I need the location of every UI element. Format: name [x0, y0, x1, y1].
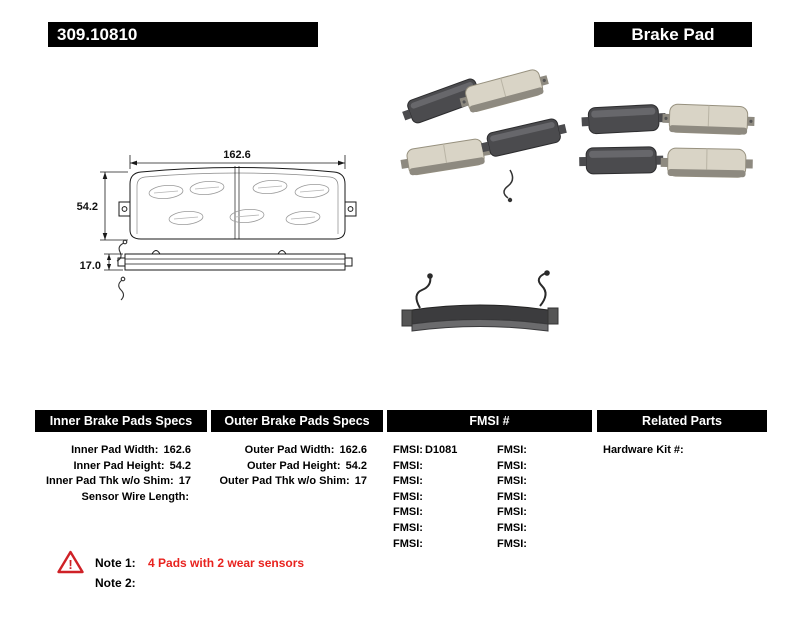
spec-row-outer-width: Outer Pad Width: 162.6 [211, 443, 383, 459]
spec-value: 162.6 [339, 444, 367, 456]
fmsi-label: FMSI: [393, 537, 423, 550]
part-number: 309.10810 [57, 24, 138, 44]
brake-pad-photo [581, 104, 666, 135]
fmsi-label: FMSI: [393, 459, 423, 472]
side-view-drawing: 17.0 [80, 250, 353, 272]
spec-label: Inner Pad Height: [73, 459, 165, 472]
fmsi-label: FMSI: [497, 490, 527, 503]
inner-specs-column: Inner Brake Pads Specs Inner Pad Width: … [35, 410, 207, 505]
width-dimension: 162.6 [129, 149, 346, 169]
fmsi-row: FMSI: [491, 490, 587, 506]
fmsi-header: FMSI # [387, 410, 592, 432]
page-title: Brake Pad [631, 24, 715, 44]
fmsi-label: FMSI: [497, 475, 527, 488]
spec-row-inner-height: Inner Pad Height: 54.2 [35, 459, 207, 475]
fmsi-row: FMSI:D1081 [387, 443, 491, 459]
fmsi-label: FMSI: [497, 537, 527, 550]
spec-value: 162.6 [163, 444, 191, 456]
pads-photo-grid [579, 103, 755, 178]
height-dim-text: 54.2 [77, 201, 98, 213]
warning-triangle-icon: ! [57, 550, 84, 574]
spec-label: Hardware Kit #: [603, 444, 684, 456]
note-1: Note 1: 4 Pads with 2 wear sensors [95, 556, 304, 570]
thickness-dim-text: 17.0 [80, 260, 101, 272]
wear-sensor-clip [507, 197, 513, 203]
outer-specs-column: Outer Brake Pads Specs Outer Pad Width: … [211, 410, 383, 490]
fmsi-row: FMSI: [491, 474, 587, 490]
spec-label: Inner Pad Thk w/o Shim: [45, 475, 174, 488]
fmsi-row: FMSI: [491, 443, 587, 459]
pad-outline [129, 167, 346, 240]
fmsi-label: FMSI: [393, 475, 423, 488]
fmsi-right-list: FMSI: FMSI: FMSI: FMSI: FMSI: FMSI: FMSI… [491, 443, 587, 552]
fmsi-label: FMSI: [497, 521, 527, 534]
pad-with-sensors-photo [401, 270, 559, 332]
sensor-clip-drawing [116, 239, 128, 301]
wear-sensor-wire [503, 169, 514, 199]
brand-stamps [148, 179, 330, 226]
fmsi-label: FMSI: [393, 490, 423, 503]
spec-row-inner-thk: Inner Pad Thk w/o Shim: 17 [35, 474, 207, 490]
fmsi-row: FMSI: [387, 537, 491, 553]
related-parts-header: Related Parts [597, 410, 767, 432]
fmsi-row: FMSI: [387, 459, 491, 475]
fmsi-label: FMSI: [497, 444, 527, 456]
brake-pad-photo [662, 103, 755, 135]
fmsi-row: FMSI: [387, 490, 491, 506]
spec-label: Outer Pad Width: [244, 444, 335, 456]
fmsi-row: FMSI: [387, 474, 491, 490]
spec-row-outer-height: Outer Pad Height: 54.2 [211, 459, 383, 475]
thickness-dimension: 17.0 [80, 253, 123, 272]
spec-label: Sensor Wire Length: [81, 490, 189, 503]
related-row-hardware-kit: Hardware Kit #: [597, 443, 767, 459]
fmsi-label: FMSI: [393, 521, 423, 534]
brake-pad-photo [579, 146, 664, 175]
product-title-bar: Brake Pad [594, 22, 752, 47]
fmsi-left-list: FMSI:D1081 FMSI: FMSI: FMSI: FMSI: FMSI:… [387, 443, 491, 552]
fmsi-label: FMSI: [393, 444, 423, 456]
spec-row-outer-thk: Outer Pad Thk w/o Shim: 17 [211, 474, 383, 490]
warning-glyph: ! [68, 557, 72, 572]
spec-value: 54.2 [169, 459, 191, 472]
brake-pad-photo [400, 138, 491, 176]
fmsi-row: FMSI: [491, 521, 587, 537]
spec-value: 17 [354, 475, 367, 488]
wear-sensor-wire [415, 275, 432, 309]
fmsi-label: FMSI: [497, 506, 527, 519]
wear-sensor-wire [537, 272, 547, 307]
fmsi-row: FMSI: [387, 521, 491, 537]
spec-value: 17 [178, 475, 191, 488]
fmsi-row: FMSI: [491, 505, 587, 521]
spec-row-sensor-wire: Sensor Wire Length: [35, 490, 207, 506]
note1-label: Note 1: [95, 556, 136, 570]
spec-row-inner-width: Inner Pad Width: 162.6 [35, 443, 207, 459]
brake-pad-photo [480, 118, 567, 157]
front-view-drawing: 162.6 54.2 [77, 149, 357, 301]
spec-label: Outer Pad Height: [247, 459, 341, 472]
pads-photo-angled [400, 69, 567, 203]
note1-text: 4 Pads with 2 wear sensors [148, 556, 305, 570]
fmsi-row: FMSI: [491, 537, 587, 553]
width-dim-text: 162.6 [223, 149, 251, 161]
note2-label: Note 2: [95, 576, 136, 590]
related-parts-column: Related Parts Hardware Kit #: [597, 410, 767, 459]
fmsi-label: FMSI: [393, 506, 423, 519]
spec-value: 54.2 [345, 459, 367, 472]
fmsi-row: FMSI: [491, 459, 587, 475]
outer-specs-header: Outer Brake Pads Specs [211, 410, 383, 432]
spec-label: Inner Pad Width: [71, 444, 159, 456]
spec-label: Outer Pad Thk w/o Shim: [219, 475, 350, 488]
inner-specs-header: Inner Brake Pads Specs [35, 410, 207, 432]
fmsi-value: D1081 [424, 444, 458, 456]
part-number-bar: 309.10810 [48, 22, 318, 47]
brake-pad-photo [459, 69, 549, 113]
fmsi-label: FMSI: [497, 459, 527, 472]
brake-pad-photo [660, 147, 753, 178]
fmsi-column: FMSI # FMSI:D1081 FMSI: FMSI: FMSI: FMSI… [387, 410, 592, 552]
product-illustrations: 162.6 54.2 [77, 69, 755, 332]
height-dimension: 54.2 [77, 171, 128, 241]
note-2: Note 2: [95, 576, 145, 590]
fmsi-row: FMSI: [387, 505, 491, 521]
